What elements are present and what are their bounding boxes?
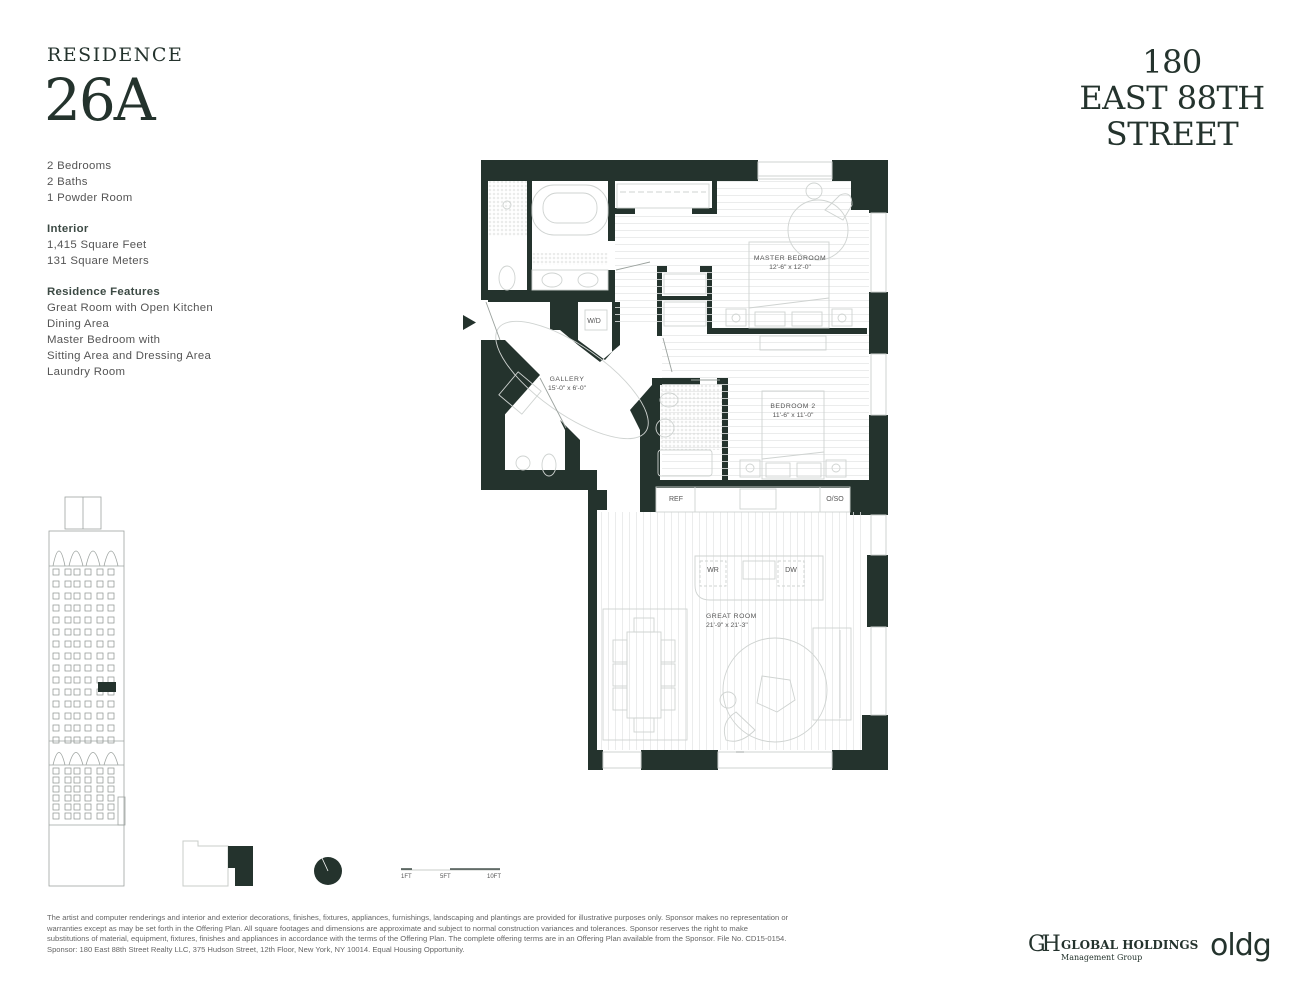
interior-group: Interior 1,415 Square Feet 131 Square Me…: [47, 221, 213, 269]
building-elevation: [48, 496, 126, 887]
feature-item: Laundry Room: [47, 366, 126, 378]
address-line-3: STREET: [1105, 115, 1239, 153]
features-heading: Residence Features: [47, 286, 161, 298]
global-holdings-subtitle: Management Group: [1061, 953, 1143, 962]
fixture-wd: W/D: [587, 318, 601, 325]
windows: [602, 161, 887, 769]
fixture-wr: WR: [707, 567, 719, 574]
powder-room-count: 1 Powder Room: [47, 192, 133, 204]
room-dims-bedroom-2: 11'-6" x 11'-0": [773, 412, 814, 419]
address-line-2: EAST 88TH: [1079, 79, 1265, 117]
scale-bar: [401, 868, 500, 871]
room-label-great-room: GREAT ROOM: [706, 613, 757, 620]
global-holdings-name: GLOBAL HOLDINGS: [1061, 938, 1199, 952]
doors: [485, 261, 744, 753]
baths-count: 2 Baths: [47, 176, 88, 188]
bedrooms-count: 2 Bedrooms: [47, 160, 112, 172]
summary-group: 2 Bedrooms 2 Baths 1 Powder Room: [47, 158, 213, 206]
feature-item: Master Bedroom with: [47, 334, 161, 346]
fixture-oso: O/SO: [826, 496, 844, 503]
keyplan: [182, 840, 253, 887]
unit-floor-marker: [98, 682, 116, 692]
room-dims-gallery: 15'-0" x 6'-0": [548, 385, 587, 392]
scale-label-5ft: 5FT: [440, 874, 451, 880]
entry-arrow-icon: [463, 315, 476, 330]
room-label-bedroom-2: BEDROOM 2: [770, 403, 815, 410]
feature-item: Dining Area: [47, 318, 110, 330]
feature-item: Sitting Area and Dressing Area: [47, 350, 212, 362]
legal-disclaimer: The artist and computer renderings and i…: [47, 913, 789, 954]
room-dims-master-bedroom: 12'-6" x 12'-0": [769, 264, 811, 271]
interior-heading: Interior: [47, 223, 89, 235]
fixture-ref: REF: [669, 496, 683, 503]
oldg-logo: oldg: [1210, 928, 1272, 963]
address-line-1: 180: [1142, 43, 1202, 81]
square-meters: 131 Square Meters: [47, 255, 149, 267]
elevation-windows: [52, 568, 115, 820]
fixture-dw: DW: [785, 567, 797, 574]
square-feet: 1,415 Square Feet: [47, 239, 147, 251]
features-group: Residence Features Great Room with Open …: [47, 284, 213, 380]
scale-label-10ft: 10FT: [487, 874, 501, 880]
room-label-master-bedroom: MASTER BEDROOM: [754, 255, 826, 262]
building-address: 180 EAST 88TH STREET: [1072, 44, 1272, 152]
residence-label: RESIDENCE: [47, 44, 184, 66]
scale-label-1ft: 1FT: [401, 874, 412, 880]
room-label-gallery: GALLERY: [550, 376, 585, 383]
residence-number: 26A: [44, 66, 156, 134]
floors: [488, 181, 869, 750]
global-holdings-logo-mark: GH: [1028, 932, 1061, 957]
walls: [481, 160, 888, 770]
furniture: [495, 182, 853, 743]
room-dims-great-room: 21'-9" x 21'-3": [706, 622, 748, 629]
feature-item: Great Room with Open Kitchen: [47, 302, 214, 314]
residence-info: 2 Bedrooms 2 Baths 1 Powder Room Interio…: [47, 158, 213, 395]
developer-logos: GH GLOBAL HOLDINGS Management Group oldg: [1028, 928, 1278, 972]
